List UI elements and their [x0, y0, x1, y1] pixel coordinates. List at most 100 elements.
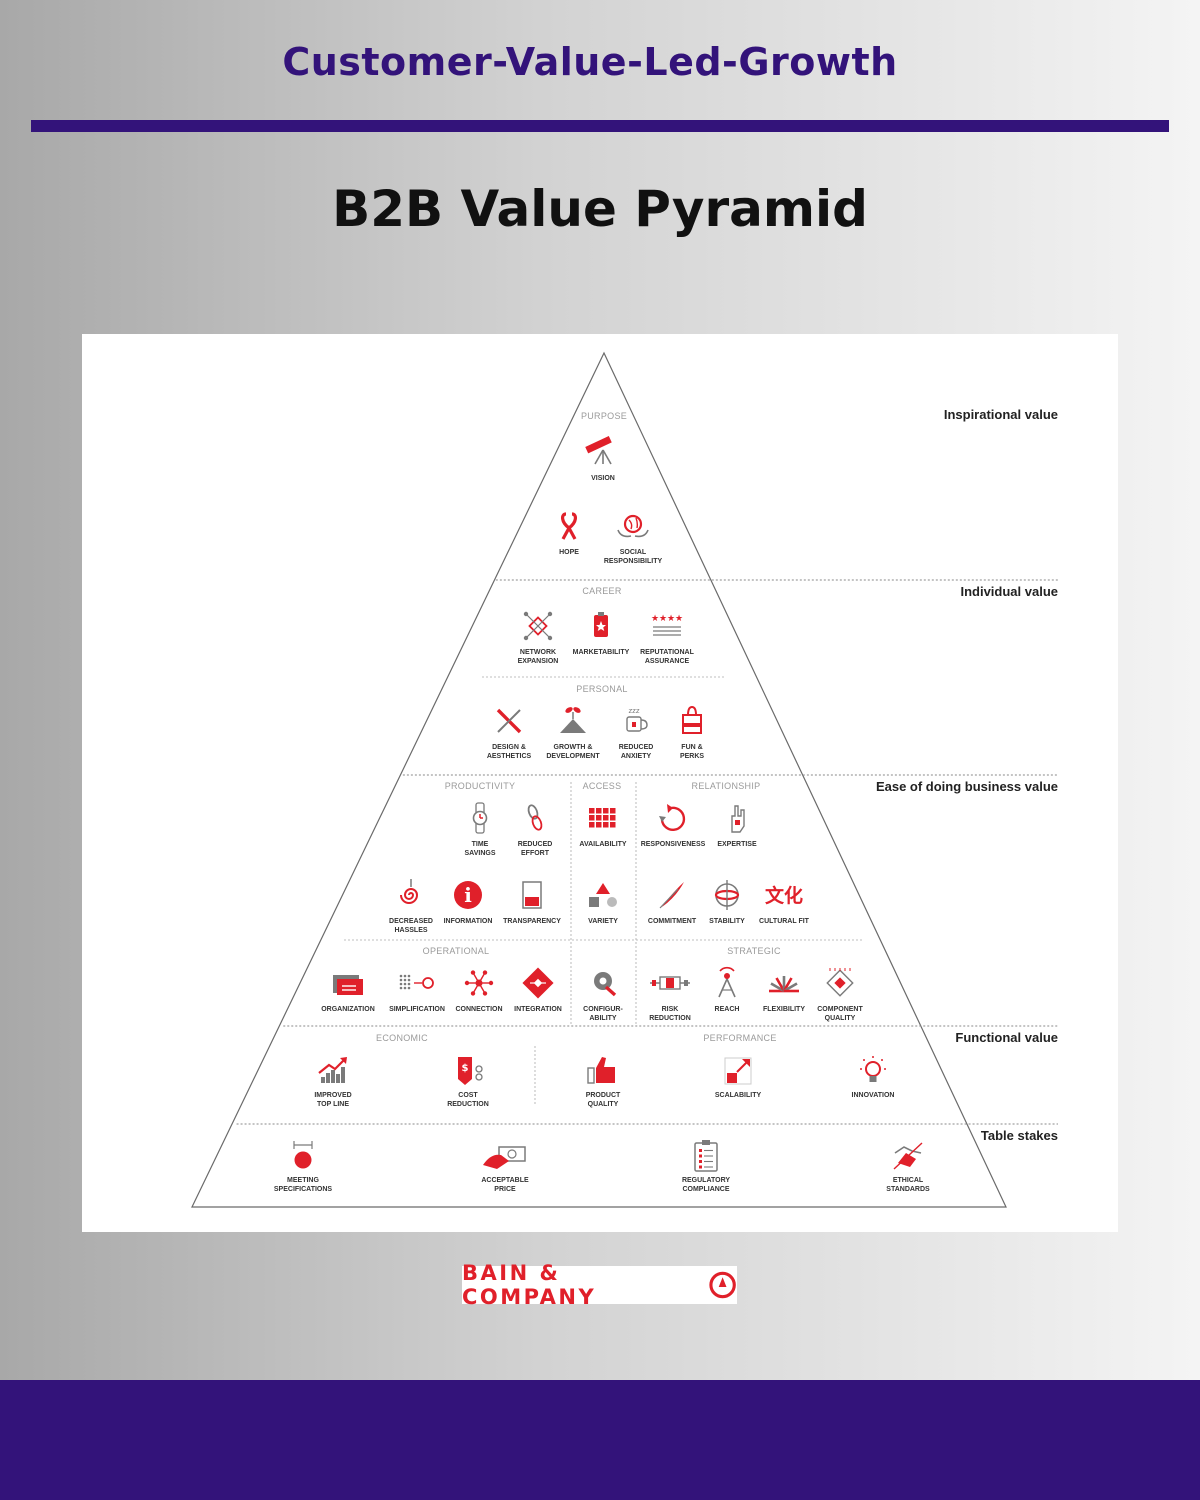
- element-label-component-quality: QUALITY: [825, 1015, 856, 1022]
- category-career: CAREER: [582, 586, 622, 596]
- element-label-meeting-specifications: SPECIFICATIONS: [274, 1186, 333, 1193]
- header-divider: [31, 120, 1169, 132]
- cash-hand-icon: [483, 1146, 526, 1169]
- element-label-network-expansion: NETWORK: [520, 649, 556, 656]
- element-label-social-responsibility: SOCIAL: [620, 549, 647, 556]
- element-label-reputational-assurance: ASSURANCE: [645, 658, 690, 665]
- chip-icon: [826, 968, 854, 997]
- element-label-reduced-effort: EFFORT: [521, 850, 550, 857]
- element-label-vision: VISION: [591, 475, 615, 482]
- element-label-cost-reduction: REDUCTION: [447, 1101, 489, 1108]
- hand-icon: [731, 805, 745, 833]
- element-label-configurability: CONFIGUR-: [583, 1006, 623, 1013]
- page-title: B2B Value Pyramid: [332, 180, 868, 238]
- fan-icon: [769, 976, 799, 993]
- fuse-icon: [650, 976, 690, 990]
- handshake-icon: [893, 1142, 923, 1170]
- element-label-marketability: MARKETABILITY: [573, 649, 630, 656]
- element-label-risk-reduction: REDUCTION: [649, 1015, 691, 1022]
- tier-label-inspirational: Inspirational value: [944, 407, 1058, 422]
- element-label-decreased-hassles: HASSLES: [394, 927, 427, 934]
- calendar-grid-icon: [589, 808, 616, 828]
- category-strategic: STRATEGIC: [727, 946, 781, 956]
- thumbs-up-icon: [587, 1057, 615, 1084]
- category-purpose: PURPOSE: [581, 411, 627, 421]
- category-performance: PERFORMANCE: [703, 1033, 776, 1043]
- clipboard-icon: [694, 1140, 718, 1172]
- element-label-connection: CONNECTION: [455, 1006, 502, 1013]
- element-label-ethical-standards: STANDARDS: [886, 1186, 930, 1193]
- svg-text:i: i: [464, 883, 472, 907]
- sprout-icon: [560, 707, 586, 733]
- element-label-expertise: EXPERTISE: [717, 841, 757, 848]
- tier-label-ease: Ease of doing business value: [876, 779, 1058, 794]
- scale-arrow-icon: [724, 1057, 752, 1085]
- header-title: Customer-Value-Led-Growth: [282, 40, 898, 84]
- element-label-meeting-specifications: MEETING: [287, 1177, 319, 1184]
- element-label-decreased-hassles: DECREASED: [389, 918, 433, 925]
- element-label-risk-reduction: RISK: [662, 1006, 679, 1013]
- bain-logo: BAIN & COMPANY: [462, 1261, 737, 1309]
- element-label-growth-development: DEVELOPMENT: [546, 753, 600, 760]
- element-label-commitment: COMMITMENT: [648, 918, 697, 925]
- element-label-growth-development: GROWTH &: [554, 744, 593, 751]
- telescope-icon: [585, 436, 612, 465]
- element-label-transparency: TRANSPARENCY: [503, 918, 561, 925]
- element-label-innovation: INNOVATION: [852, 1092, 895, 1099]
- logo-wordmark: BAIN & COMPANY: [462, 1261, 597, 1309]
- element-label-reach: REACH: [715, 1006, 740, 1013]
- element-label-time-savings: SAVINGS: [465, 850, 496, 857]
- element-label-network-expansion: EXPANSION: [518, 658, 559, 665]
- element-label-configurability: ABILITY: [589, 1015, 617, 1022]
- dot-measure-icon: [293, 1141, 313, 1169]
- cycle-arrow-icon: [659, 804, 686, 832]
- element-label-reputational-assurance: REPUTATIONAL: [640, 649, 695, 656]
- tier-label-individual: Individual value: [960, 584, 1058, 599]
- badge-icon: [594, 612, 608, 637]
- hub-icon: [464, 970, 494, 996]
- element-label-improved-top-line: IMPROVED: [314, 1092, 351, 1099]
- element-label-design-aesthetics: DESIGN &: [492, 744, 526, 751]
- globe-hands-icon: [617, 514, 649, 538]
- element-label-cost-reduction: COST: [458, 1092, 478, 1099]
- antenna-icon: [718, 966, 736, 998]
- element-label-information: INFORMATION: [444, 918, 493, 925]
- element-label-reduced-anxiety: ANXIETY: [621, 753, 652, 760]
- element-label-flexibility: FLEXIBILITY: [763, 1006, 805, 1013]
- element-label-social-responsibility: RESPONSIBILITY: [604, 558, 663, 565]
- element-label-reduced-effort: REDUCED: [518, 841, 553, 848]
- characters-icon: 文化: [765, 884, 803, 907]
- cultural-fit-glyph: 文化: [765, 884, 803, 907]
- ribbon-icon: [561, 512, 577, 540]
- element-label-integration: INTEGRATION: [514, 1006, 562, 1013]
- element-label-fun-perks: FUN &: [681, 744, 702, 751]
- tier-label-functional: Functional value: [955, 1030, 1058, 1045]
- gyroscope-icon: [714, 880, 740, 910]
- chain-icon: [527, 804, 543, 831]
- svg-text:★: ★: [675, 614, 683, 624]
- shapes-icon: [589, 883, 617, 907]
- element-label-reduced-anxiety: REDUCED: [619, 744, 654, 751]
- watch-icon: [472, 802, 488, 834]
- category-productivity: PRODUCTIVITY: [445, 781, 516, 791]
- element-label-design-aesthetics: AESTHETICS: [487, 753, 532, 760]
- element-label-time-savings: TIME: [472, 841, 489, 848]
- wrench-gear-icon: [594, 972, 617, 997]
- element-label-hope: HOPE: [559, 549, 579, 556]
- stars-icon: ★★★★: [651, 614, 683, 636]
- category-relationship: RELATIONSHIP: [692, 781, 761, 791]
- tier-label-table-stakes: Table stakes: [981, 1128, 1058, 1143]
- element-label-regulatory-compliance: REGULATORY: [682, 1177, 730, 1184]
- element-label-fun-perks: PERKS: [680, 753, 704, 760]
- element-label-component-quality: COMPONENT: [817, 1006, 863, 1013]
- network-icon: [523, 611, 553, 641]
- spiral-icon: [400, 879, 419, 904]
- coffee-cup-icon: zzz: [626, 707, 648, 732]
- info-icon: i: [454, 881, 482, 909]
- growth-chart-icon: [318, 1057, 347, 1083]
- svg-text:★: ★: [659, 614, 667, 624]
- pencil-cross-icon: [496, 708, 522, 734]
- element-label-improved-top-line: TOP LINE: [317, 1101, 349, 1108]
- quill-icon: [659, 882, 684, 909]
